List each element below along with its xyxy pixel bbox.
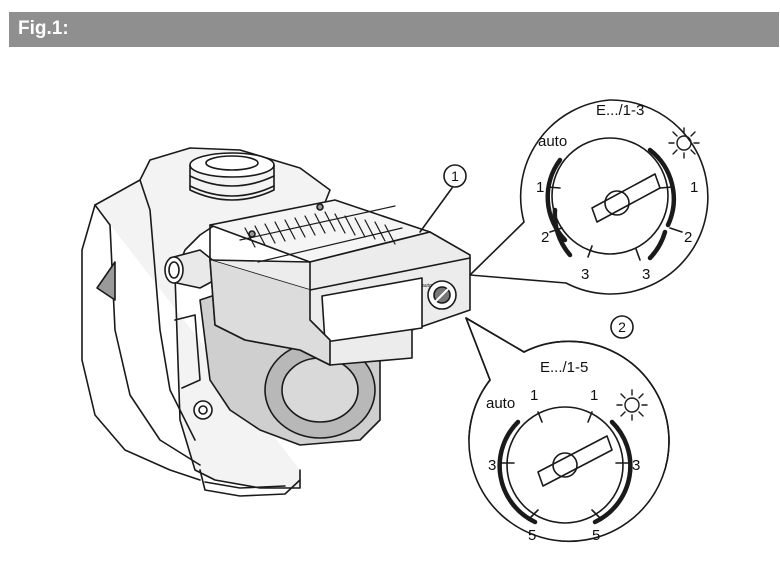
detail-bottom-left-3: 3 [488, 457, 496, 474]
night-mode-sun-icon-bottom [616, 389, 648, 421]
night-mode-sun-icon-top [668, 127, 700, 159]
detail-bottom-right-1: 1 [590, 387, 598, 404]
detail-bottom-right-3: 3 [632, 457, 640, 474]
detail-top-right-2: 2 [684, 229, 692, 246]
detail-top-left-3: 3 [581, 266, 589, 283]
figure-header: Fig.1: [9, 12, 779, 47]
detail-bottom-right-5: 5 [592, 527, 600, 544]
detail-bottom-title: E.../1-5 [540, 359, 588, 376]
detail-bubble-bottom [465, 317, 670, 565]
detail-bubble-top [469, 99, 709, 295]
detail-top-right-1: 1 [690, 179, 698, 196]
detail-top-title: E.../1-3 [596, 102, 644, 119]
detail-top-left-2: 2 [541, 229, 549, 246]
figure-title: Fig.1: [18, 18, 69, 39]
svg-text:auto: auto [422, 283, 432, 289]
detail-bottom-left-1: 1 [530, 387, 538, 404]
callout-2-label: 2 [618, 319, 626, 335]
detail-bottom-left-5: 5 [528, 527, 536, 544]
callout-1 [419, 164, 467, 233]
callout-2 [610, 315, 634, 339]
callout-1-label: 1 [451, 168, 459, 184]
detail-top-right-3: 3 [642, 266, 650, 283]
detail-top-auto: auto [538, 133, 567, 150]
detail-bottom-auto: auto [486, 395, 515, 412]
control-box: auto [209, 199, 471, 366]
detail-top-left-1: 1 [536, 179, 544, 196]
